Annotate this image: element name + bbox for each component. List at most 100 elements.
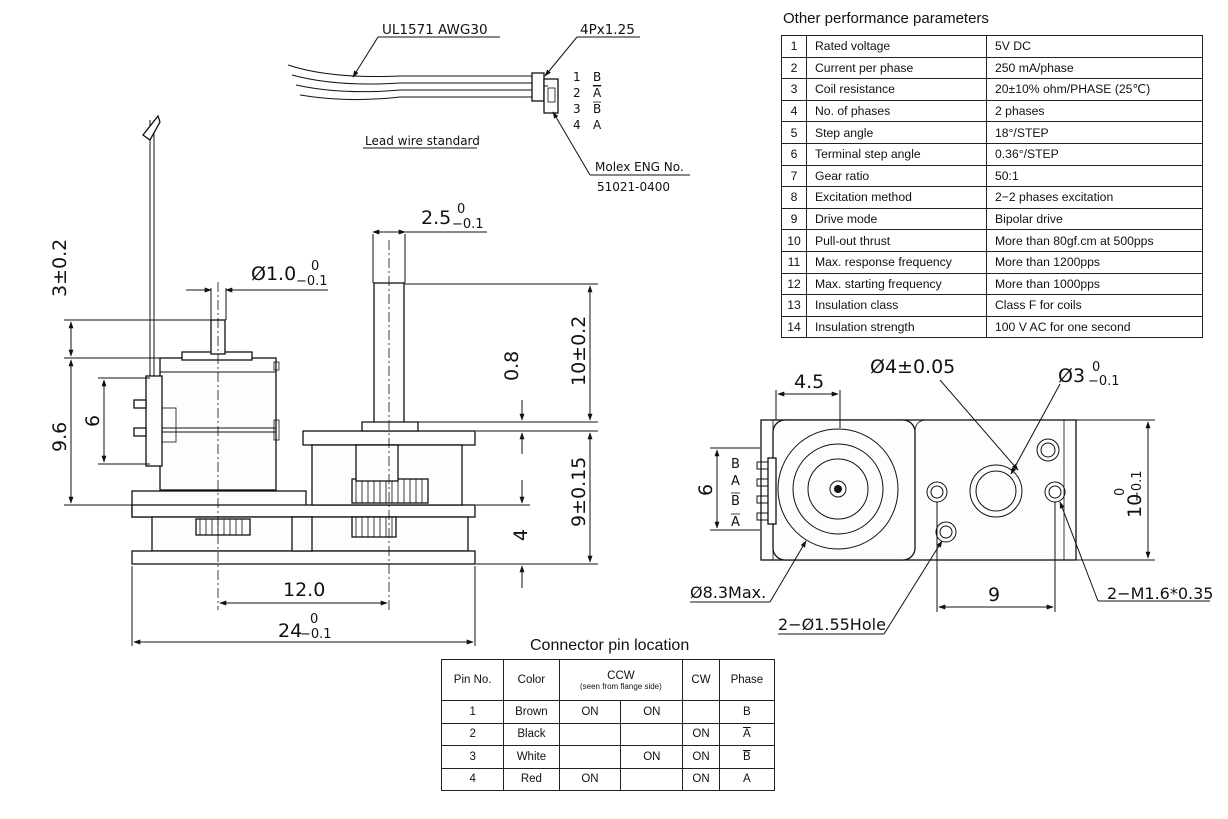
performance-cell-value: More than 1000pps xyxy=(986,272,1203,296)
dim-height-9-6: 9.6 xyxy=(49,422,71,452)
performance-cell-value: 2 phases xyxy=(986,99,1203,123)
performance-cell-name: Rated voltage xyxy=(806,35,987,58)
connector-cell-pin: 3 xyxy=(440,745,505,769)
dim-tolerance: 0 xyxy=(457,202,465,217)
performance-cell-name: Drive mode xyxy=(806,207,987,231)
performance-cell-name: No. of phases xyxy=(806,99,987,123)
connector-cell-phase: B xyxy=(718,745,776,769)
dim-height-10-front: 10 xyxy=(1124,494,1146,518)
dim-tolerance: 0 xyxy=(311,259,319,274)
performance-cell-name: Pull-out thrust xyxy=(806,229,987,252)
performance-cell-name: Excitation method xyxy=(806,186,987,209)
connector-cell-ccw2 xyxy=(620,767,684,791)
side-view-drawing: 2.5 0 −0.1 Ø1.0 0 −0.1 3±0.2 9.6 6 xyxy=(49,114,598,646)
performance-title: Other performance parameters xyxy=(783,10,989,27)
dim-diameter-3: Ø3 xyxy=(1058,365,1085,387)
lead-pin-no: 3 xyxy=(573,102,581,116)
performance-cell-value: 0.36°/STEP xyxy=(986,142,1203,166)
performance-cell-value: 20±10% ohm/PHASE (25℃) xyxy=(986,78,1203,101)
connector-cell-ccw2: ON xyxy=(620,745,684,769)
header-pin: Pin No. xyxy=(440,659,505,701)
connector-cell-cw: ON xyxy=(682,722,720,746)
dim-tolerance: 0 xyxy=(1113,488,1128,496)
header-ccw: CCW(seen from flange side) xyxy=(558,659,684,701)
connector-title: Connector pin location xyxy=(530,637,690,654)
performance-cell-no: 4 xyxy=(781,99,807,123)
performance-cell-name: Gear ratio xyxy=(806,164,987,188)
performance-cell-name: Step angle xyxy=(806,121,987,144)
connector-cell-pin: 2 xyxy=(440,722,505,746)
performance-cell-value: 5V DC xyxy=(986,35,1203,58)
performance-cell-no: 6 xyxy=(781,142,807,166)
dim-tolerance: −0.1 xyxy=(296,274,328,289)
connector-cell-pin: 1 xyxy=(440,700,505,724)
connector-cell-pin: 4 xyxy=(440,767,505,791)
dim-screws: 2−M1.6*0.35 xyxy=(1107,584,1213,603)
lead-wire-drawing: UL1571 AWG30 4Px1.25 Lead wire standard … xyxy=(287,22,690,194)
lead-wire-caption: Lead wire standard xyxy=(365,134,480,148)
dim-tolerance: −0.1 xyxy=(1088,374,1120,389)
dim-width-24: 24 xyxy=(278,620,302,642)
performance-cell-no: 1 xyxy=(781,35,807,58)
dim-height-6-front: 6 xyxy=(695,484,717,496)
performance-cell-no: 2 xyxy=(781,56,807,80)
dim-tolerance: −0.1 xyxy=(452,217,484,232)
dim-shaft-width: 2.5 xyxy=(421,207,451,229)
performance-cell-no: 13 xyxy=(781,294,807,317)
lead-pin-phase: A xyxy=(593,86,602,100)
pitch-label: 4Px1.25 xyxy=(580,22,635,38)
connector-cell-ccw1: ON xyxy=(558,767,622,791)
molex-part-number: 51021-0400 xyxy=(597,180,670,194)
connector-cell-phase: B xyxy=(718,700,776,724)
performance-cell-name: Coil resistance xyxy=(806,78,987,101)
performance-cell-value: 50:1 xyxy=(986,164,1203,188)
dim-height-9: 9±0.15 xyxy=(568,457,590,527)
dim-height-4: 4 xyxy=(510,529,532,541)
lead-pin-no: 2 xyxy=(573,86,581,100)
performance-cell-name: Terminal step angle xyxy=(806,142,987,166)
connector-cell-ccw2: ON xyxy=(620,700,684,724)
connector-cell-ccw2 xyxy=(620,722,684,746)
performance-cell-no: 3 xyxy=(781,78,807,101)
connector-table: Pin No. Color CCW(seen from flange side)… xyxy=(440,659,776,791)
dim-width-12: 12.0 xyxy=(283,579,325,601)
connector-cell-ccw1 xyxy=(558,722,622,746)
performance-cell-value: 18°/STEP xyxy=(986,121,1203,144)
connector-cell-cw: ON xyxy=(682,745,720,769)
lead-pin-no: 1 xyxy=(573,70,581,84)
dim-tolerance: 0 xyxy=(310,612,318,627)
performance-cell-name: Max. starting frequency xyxy=(806,272,987,296)
dim-tolerance: −0.1 xyxy=(1130,470,1145,502)
performance-cell-no: 10 xyxy=(781,229,807,252)
header-cw: CW xyxy=(682,659,720,701)
dim-diameter-4: Ø4±0.05 xyxy=(870,356,955,378)
lead-pin-phase: B xyxy=(593,102,601,116)
dim-width-4-5: 4.5 xyxy=(794,371,824,393)
connector-cell-cw: ON xyxy=(682,767,720,791)
performance-cell-no: 7 xyxy=(781,164,807,188)
lead-pin-phase: A xyxy=(593,118,602,132)
dim-height-10: 10±0.2 xyxy=(568,316,590,386)
performance-cell-value: More than 80gf.cm at 500pps xyxy=(986,229,1203,252)
performance-cell-name: Current per phase xyxy=(806,56,987,80)
front-pin-label: B xyxy=(731,457,740,472)
performance-cell-value: Bipolar drive xyxy=(986,207,1203,231)
performance-cell-name: Insulation class xyxy=(806,294,987,317)
front-pin-label: B xyxy=(731,494,740,509)
front-view-drawing: B A B A 4.5 Ø4±0.05 Ø3 0 −0.1 xyxy=(690,356,1213,635)
header-ccw-sub: (seen from flange side) xyxy=(579,681,662,691)
performance-cell-value: More than 1200pps xyxy=(986,250,1203,274)
dim-tolerance: −0.1 xyxy=(300,627,332,642)
connector-cell-color: Black xyxy=(503,722,560,746)
dim-holes: 2−Ø1.55Hole xyxy=(778,615,886,634)
performance-cell-no: 14 xyxy=(781,315,807,339)
